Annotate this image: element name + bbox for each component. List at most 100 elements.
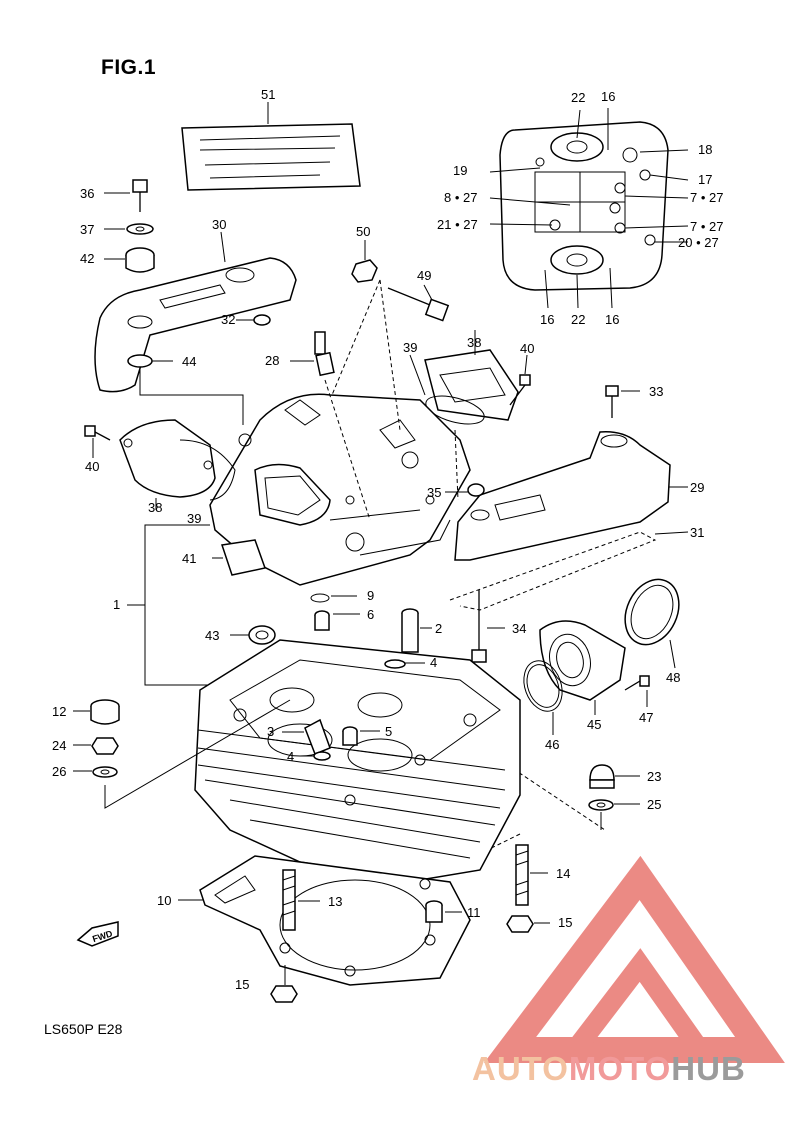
callout-43: 43 — [205, 628, 219, 643]
part-41-block — [212, 539, 266, 576]
callout-16b: 16 — [540, 312, 554, 327]
part-15-nut-bottom — [270, 965, 298, 1003]
callout-31: 31 — [690, 525, 704, 540]
part-43-cap — [230, 625, 276, 645]
part-14-stud — [515, 844, 548, 906]
callout-13: 13 — [328, 894, 342, 909]
callout-16c: 16 — [605, 312, 619, 327]
part-38-cover-left — [119, 419, 216, 510]
callout-2: 2 — [435, 621, 442, 636]
callout-39a: 39 — [403, 340, 417, 355]
callout-7-27a: 7 • 27 — [690, 190, 723, 205]
part-45-intake-pipe — [539, 620, 626, 715]
callout-23: 23 — [647, 769, 661, 784]
part-11-dowel — [425, 900, 462, 923]
part-13-stud — [282, 869, 320, 931]
part-10-head-gasket — [178, 855, 471, 986]
callout-47: 47 — [639, 710, 653, 725]
part-48-clamp — [624, 578, 680, 669]
callout-22a: 22 — [571, 90, 585, 105]
callout-labels: 51 36 37 42 30 32 44 28 50 49 39 38 40 3… — [52, 87, 723, 992]
part-47-screw — [624, 675, 650, 707]
part-30-head-cover-left — [94, 231, 297, 393]
cylinder-head — [194, 639, 521, 881]
part-39-gasket-left — [179, 439, 236, 501]
part-24-nut — [73, 737, 119, 755]
callout-41: 41 — [182, 551, 196, 566]
callout-10: 10 — [157, 893, 171, 908]
callout-37: 37 — [80, 222, 94, 237]
callout-22b: 22 — [571, 312, 585, 327]
callout-9: 9 — [367, 588, 374, 603]
callout-38b: 38 — [148, 500, 162, 515]
part-40-bolt-left — [84, 425, 111, 458]
part-31-gasket — [449, 531, 689, 611]
callout-45: 45 — [587, 717, 601, 732]
part-5-pin — [342, 726, 380, 746]
callout-4b: 4 — [287, 749, 294, 764]
callout-15b: 15 — [235, 977, 249, 992]
callout-33: 33 — [649, 384, 663, 399]
callout-38a: 38 — [467, 335, 481, 350]
part-32-cap — [236, 314, 271, 326]
callout-40b: 40 — [85, 459, 99, 474]
callout-7-27b: 7 • 27 — [690, 219, 723, 234]
part-26-washer — [73, 699, 291, 809]
part-23-cap-nut — [589, 764, 640, 789]
callout-50: 50 — [356, 224, 370, 239]
part-51-label-plate — [181, 102, 361, 191]
callout-24: 24 — [52, 738, 66, 753]
cylinder-head-cover-assembly — [209, 393, 471, 586]
fwd-arrow-icon: FWD — [76, 921, 119, 947]
part-44-washer — [127, 354, 244, 425]
watermark-part-1: AUTO — [472, 1050, 569, 1087]
figure-title: FIG.1 — [101, 56, 157, 79]
callout-21-27: 21 • 27 — [437, 217, 478, 232]
callout-39b: 39 — [187, 511, 201, 526]
callout-8-27: 8 • 27 — [444, 190, 477, 205]
callout-40a: 40 — [520, 341, 534, 356]
part-15-nut-right — [506, 915, 550, 933]
part-2-guide — [401, 608, 432, 653]
part-37-washer — [104, 223, 154, 235]
callout-30: 30 — [212, 217, 226, 232]
callout-44: 44 — [182, 354, 196, 369]
callout-28: 28 — [265, 353, 279, 368]
callout-17: 17 — [698, 172, 712, 187]
part-39-gasket-right — [409, 354, 485, 425]
watermark-wordmark: AUTOMOTOHUB — [472, 1050, 746, 1088]
part-4-seal-a — [384, 659, 425, 669]
callout-20-27: 20 • 27 — [678, 235, 719, 250]
callout-29: 29 — [690, 480, 704, 495]
callout-11: 11 — [467, 905, 481, 920]
callout-32: 32 — [221, 312, 235, 327]
part-12-cap — [73, 699, 120, 725]
part-1-bracket — [127, 524, 212, 686]
watermark-logo — [483, 855, 785, 1063]
part-3-guide — [282, 718, 331, 755]
part-28-spark-plug — [290, 331, 335, 377]
callout-4a: 4 — [430, 655, 437, 670]
callout-35: 35 — [427, 485, 441, 500]
callout-46: 46 — [545, 737, 559, 752]
callout-36: 36 — [80, 186, 94, 201]
watermark-part-3: HUB — [671, 1050, 746, 1087]
callout-12: 12 — [52, 704, 66, 719]
part-46-o-ring — [523, 660, 563, 735]
callout-49: 49 — [417, 268, 431, 283]
part-40-bolt-right — [509, 354, 531, 406]
part-38-cover-right — [424, 330, 519, 421]
part-42-grommet — [104, 247, 155, 273]
part-9-ring — [310, 593, 357, 603]
callout-15a: 15 — [558, 915, 572, 930]
callout-1: 1 — [113, 597, 120, 612]
callout-26: 26 — [52, 764, 66, 779]
part-49-bolt — [387, 284, 450, 322]
callout-18: 18 — [698, 142, 712, 157]
callout-51: 51 — [261, 87, 275, 102]
callout-6: 6 — [367, 607, 374, 622]
callout-16a: 16 — [601, 89, 615, 104]
callout-14: 14 — [556, 866, 570, 881]
watermark-part-2: MOTO — [568, 1050, 672, 1087]
callout-3: 3 — [267, 724, 274, 739]
